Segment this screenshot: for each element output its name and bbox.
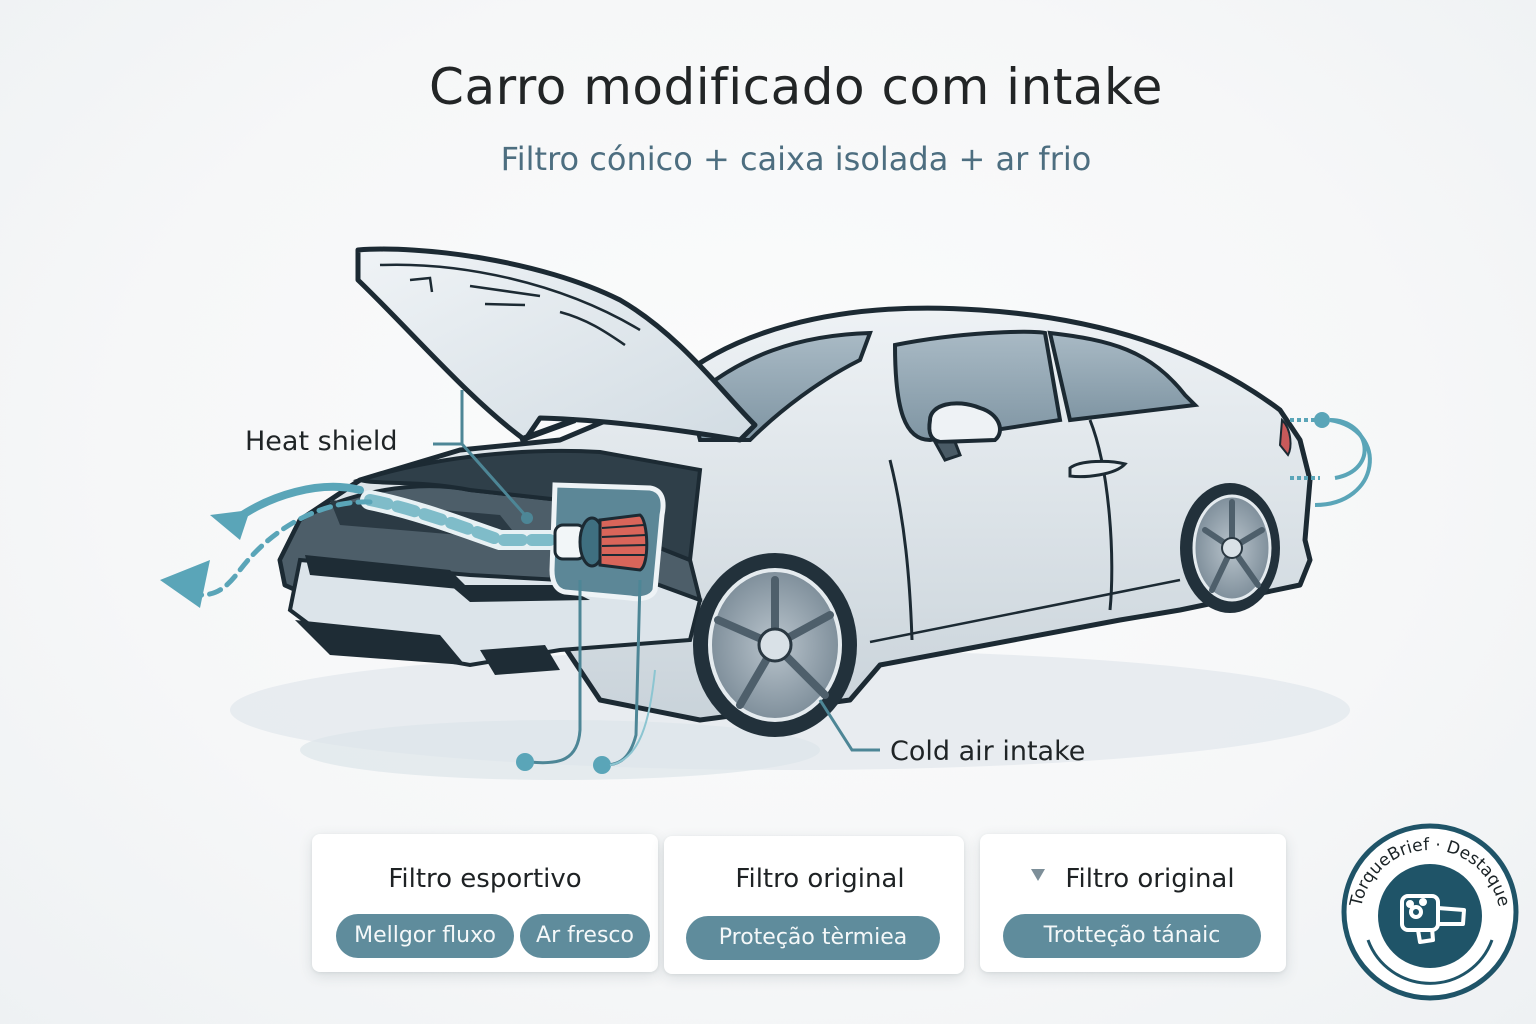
intake-system [360, 482, 666, 602]
card-title-row: Filtro original [980, 864, 1286, 894]
card-sport-filter[interactable]: Filtro esportivo Mellgor fluxo Ar fresco [312, 834, 658, 972]
callout-heat-shield: Heat shield [245, 426, 398, 457]
card-title: Filtro original [735, 864, 905, 894]
filter-intake-icon [1400, 894, 1466, 944]
callout-cold-air-intake: Cold air intake [890, 736, 1086, 767]
page-title: Carro modificado com intake [429, 58, 1163, 116]
leader-lines [433, 390, 880, 774]
tag-fresh-air[interactable]: Ar fresco [520, 914, 650, 958]
front-wheel [693, 553, 857, 737]
rear-wheel [1180, 483, 1280, 613]
rear-airflow [1290, 412, 1372, 507]
page-subtitle: Filtro cónico + caixa isolada + ar frio [500, 140, 1092, 178]
card-title: Filtro esportivo [388, 864, 582, 894]
triangle-down-icon [1031, 869, 1046, 881]
brand-badge: TorqueBrief · Destaque [1341, 823, 1519, 1001]
tag-better-flow[interactable]: Mellgor fluxo [336, 914, 514, 958]
card-stock-filter[interactable]: Filtro original Proteção tèrmiea [664, 836, 964, 974]
tag-thermal-protection[interactable]: Proteção tèrmiea [686, 916, 940, 960]
airflow-arrows [160, 482, 373, 608]
tag-thermal-protection-alt[interactable]: Trotteção tánaic [1003, 914, 1261, 958]
card-title: Filtro original [1065, 864, 1235, 894]
open-hood [355, 246, 758, 443]
card-stock-filter-alt[interactable]: Filtro original Trotteção tánaic [980, 834, 1286, 972]
